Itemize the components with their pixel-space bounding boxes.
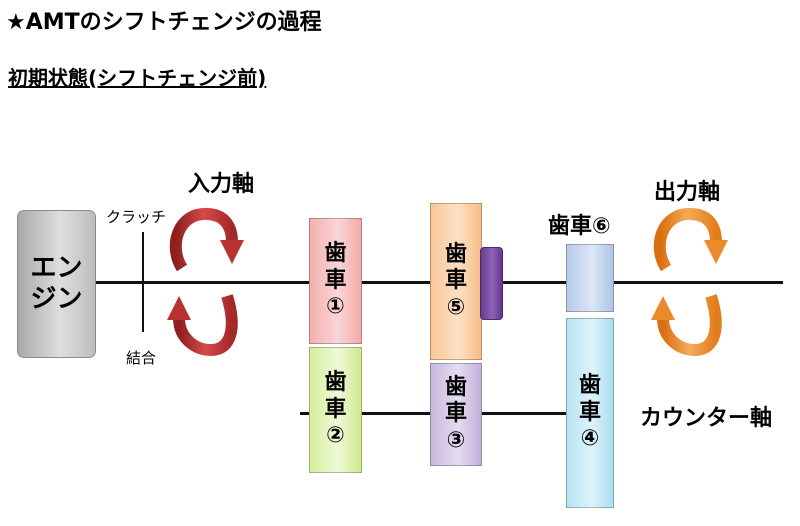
gear-2-line1: 歯 xyxy=(324,370,347,396)
counter-shaft-label: カウンター軸 xyxy=(640,406,773,431)
gear-5: 歯 車 ⑤ xyxy=(430,203,482,360)
gear-4-line2: 車 xyxy=(578,399,601,425)
gear-6 xyxy=(566,244,614,312)
rotation-arrow-icon xyxy=(169,208,244,272)
clutch-label: クラッチ xyxy=(106,208,167,226)
gear-1-line2: 車 xyxy=(324,267,347,293)
counter-shaft xyxy=(362,412,430,415)
gear-3: 歯 車 ③ xyxy=(430,363,482,466)
shift-sleeve xyxy=(480,247,503,320)
gear-4-line1: 歯 xyxy=(578,373,601,399)
gear-5-line2: 車 xyxy=(444,268,467,294)
gear-2: 歯 車 ② xyxy=(309,347,362,473)
output-shaft-label: 出力軸 xyxy=(654,180,721,205)
engaged-label: 結合 xyxy=(126,349,157,367)
gear-4-number: ④ xyxy=(580,426,600,452)
gear-1: 歯 車 ① xyxy=(309,218,362,344)
page-title: ★AMTのシフトチェンジの過程 xyxy=(6,10,322,35)
counter-shaft-left xyxy=(300,412,309,415)
rotation-arrow-icon xyxy=(653,208,728,272)
gear-2-number: ② xyxy=(326,423,345,449)
gear-3-line2: 車 xyxy=(444,401,467,427)
gear-3-number: ③ xyxy=(446,427,466,453)
clutch-line xyxy=(142,232,144,332)
input-shaft xyxy=(96,281,309,284)
gear-5-line1: 歯 xyxy=(444,241,467,267)
engine-block: エン ジン xyxy=(17,210,96,358)
gear-4: 歯 車 ④ xyxy=(566,318,614,508)
gear-5-number: ⑤ xyxy=(446,294,466,320)
input-shaft-label: 入力軸 xyxy=(188,172,255,197)
gear-3-line1: 歯 xyxy=(444,374,467,400)
main-shaft xyxy=(362,281,430,284)
counter-shaft-right xyxy=(482,412,566,415)
gear-6-label: 歯車⑥ xyxy=(548,214,611,239)
engine-label-line1: エン xyxy=(30,252,83,283)
page-subtitle: 初期状態(シフトチェンジ前) xyxy=(8,66,267,90)
gear-1-line1: 歯 xyxy=(324,241,347,267)
engine-label-line2: ジン xyxy=(30,284,83,314)
output-shaft xyxy=(503,281,783,284)
rotation-arrow-icon xyxy=(651,294,722,357)
gear-2-line2: 車 xyxy=(324,396,347,422)
gear-1-number: ① xyxy=(326,294,345,320)
rotation-arrow-icon xyxy=(167,294,238,357)
